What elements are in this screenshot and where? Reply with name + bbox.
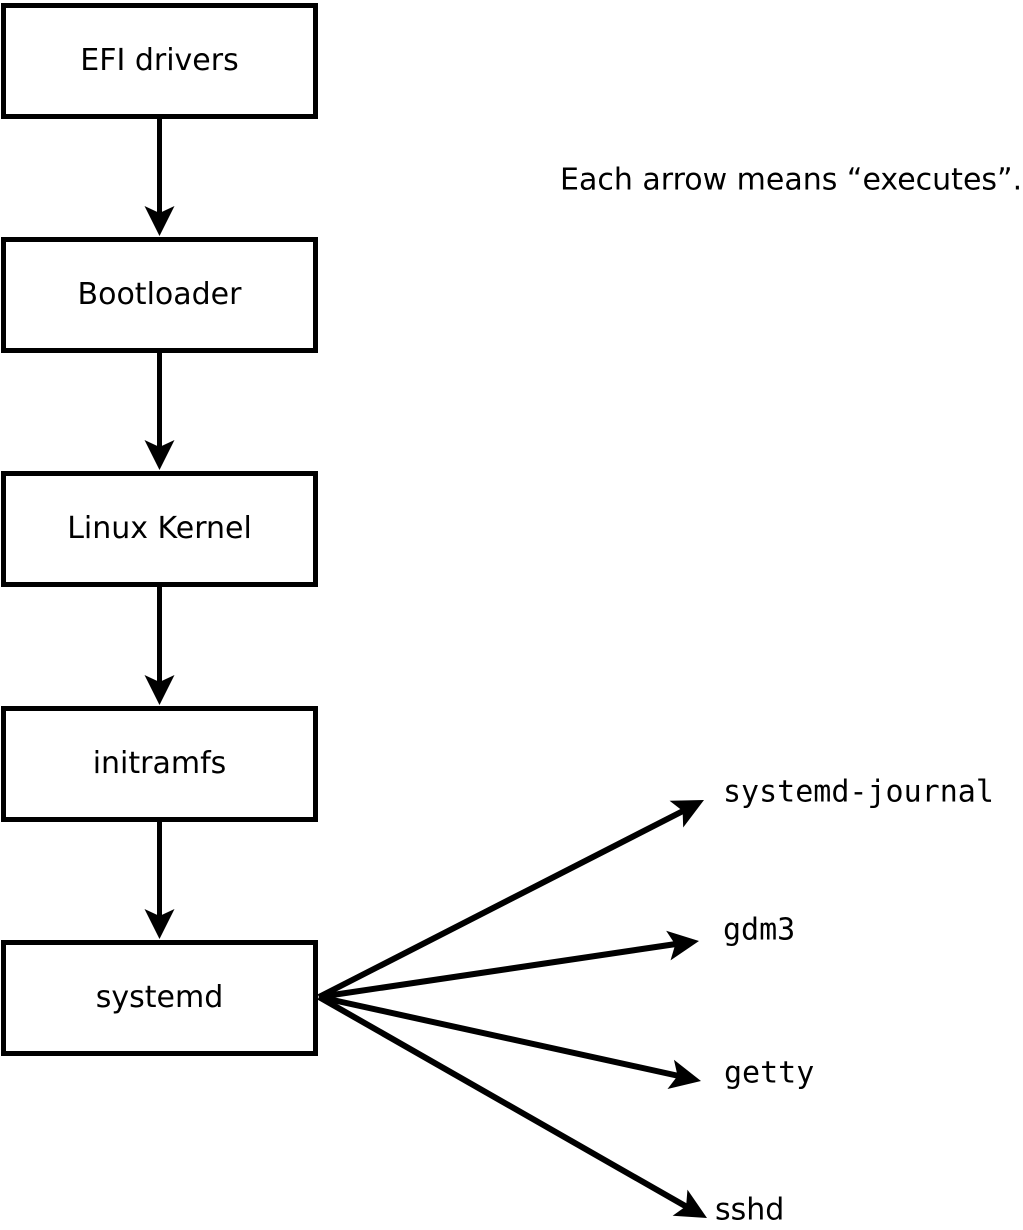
arrow-efi-to-bootloader <box>144 119 175 236</box>
node-label: initramfs <box>92 746 227 781</box>
node-initramfs: initramfs <box>1 706 318 822</box>
annotation-arrow-meaning: Each arrow means “executes”. <box>560 162 1023 198</box>
target-label-getty: getty <box>724 1055 815 1091</box>
target-label-sshd: sshd <box>715 1192 785 1228</box>
node-label: Bootloader <box>77 277 242 312</box>
arrow-systemd-to-getty <box>318 994 701 1089</box>
node-systemd: systemd <box>1 940 318 1056</box>
target-label-systemd-journal: systemd-journal <box>723 774 994 810</box>
node-label: EFI drivers <box>80 43 239 78</box>
node-efi-drivers: EFI drivers <box>1 3 318 119</box>
arrow-kernel-to-initramfs <box>144 587 175 705</box>
target-label-gdm3: gdm3 <box>723 912 796 948</box>
arrow-systemd-to-journal <box>317 800 704 1000</box>
node-label: Linux Kernel <box>67 511 252 546</box>
node-linux-kernel: Linux Kernel <box>1 471 318 587</box>
arrow-bootloader-to-kernel <box>144 353 175 470</box>
node-label: systemd <box>95 980 224 1015</box>
arrow-systemd-to-sshd <box>317 994 707 1218</box>
arrow-systemd-to-gdm3 <box>318 930 699 1000</box>
node-bootloader: Bootloader <box>1 237 318 353</box>
arrow-initramfs-to-systemd <box>144 821 175 939</box>
